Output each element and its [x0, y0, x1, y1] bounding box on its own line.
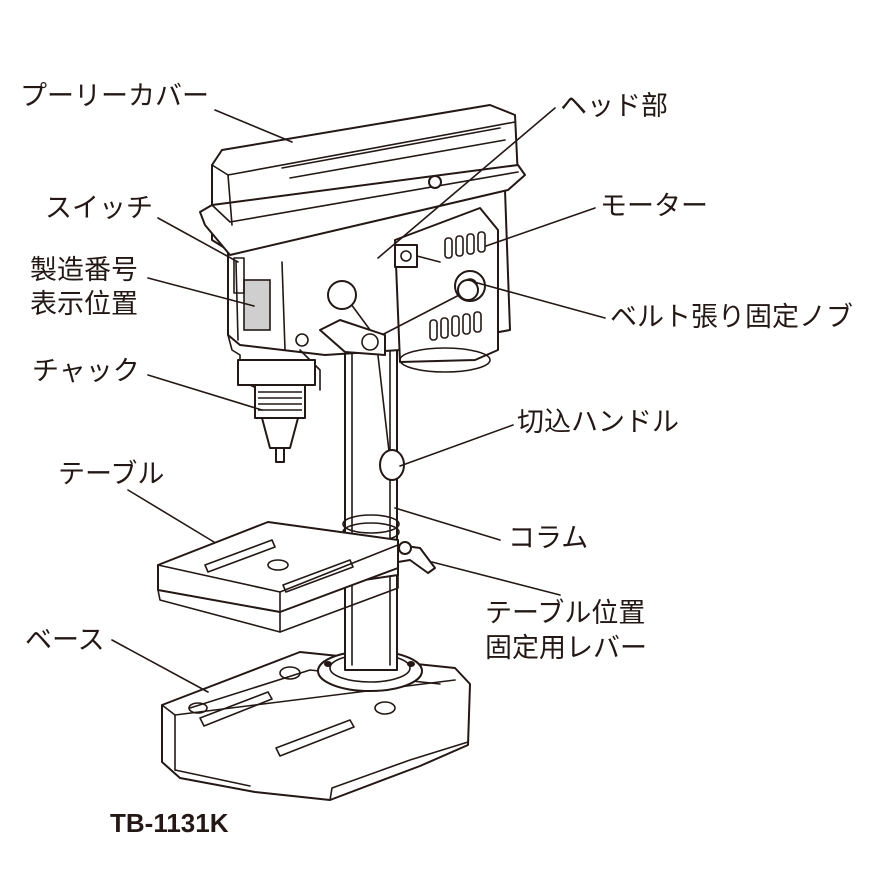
leader-head [377, 107, 556, 259]
label-table-lever-line1: テーブル位置 [485, 598, 646, 629]
leader-belt-knob [473, 281, 606, 319]
motor-vents [429, 231, 486, 341]
leader-switch [157, 217, 239, 263]
leader-table-lever [431, 561, 561, 596]
label-serial-line1: 製造番号 [30, 255, 138, 286]
leader-base [111, 639, 209, 693]
leader-feed-handle [399, 424, 514, 467]
label-belt-knob: ベルト張り固定ノブ [610, 302, 853, 333]
label-table: テーブル [58, 459, 165, 490]
label-base: ベース [25, 625, 105, 656]
leader-lines [111, 107, 606, 693]
leader-pulley-cover [214, 109, 293, 143]
feed-handle-drawing [319, 279, 479, 481]
label-feed-handle: 切込ハンドル [517, 407, 679, 438]
table-drawing [157, 521, 436, 633]
label-serial-line2: 表示位置 [30, 289, 138, 320]
label-pulley-cover: プーリーカバー [20, 81, 209, 112]
label-chuck: チャック [32, 356, 140, 387]
column-drawing [342, 299, 400, 671]
leader-serial [147, 277, 255, 307]
leader-motor [485, 207, 596, 247]
label-head: ヘッド部 [560, 91, 668, 122]
label-motor: モーター [600, 191, 708, 222]
leader-table [127, 489, 215, 543]
base-drawing [161, 651, 471, 801]
model-number: TB-1131K [110, 808, 229, 838]
label-table-lever-line2: 固定用レバー [485, 633, 647, 664]
label-switch: スイッチ [45, 193, 153, 224]
leader-column [394, 507, 501, 541]
motor-drawing [394, 207, 499, 373]
chuck-drawing [237, 359, 316, 463]
leader-chuck [147, 374, 263, 411]
label-column: コラム [508, 523, 589, 554]
